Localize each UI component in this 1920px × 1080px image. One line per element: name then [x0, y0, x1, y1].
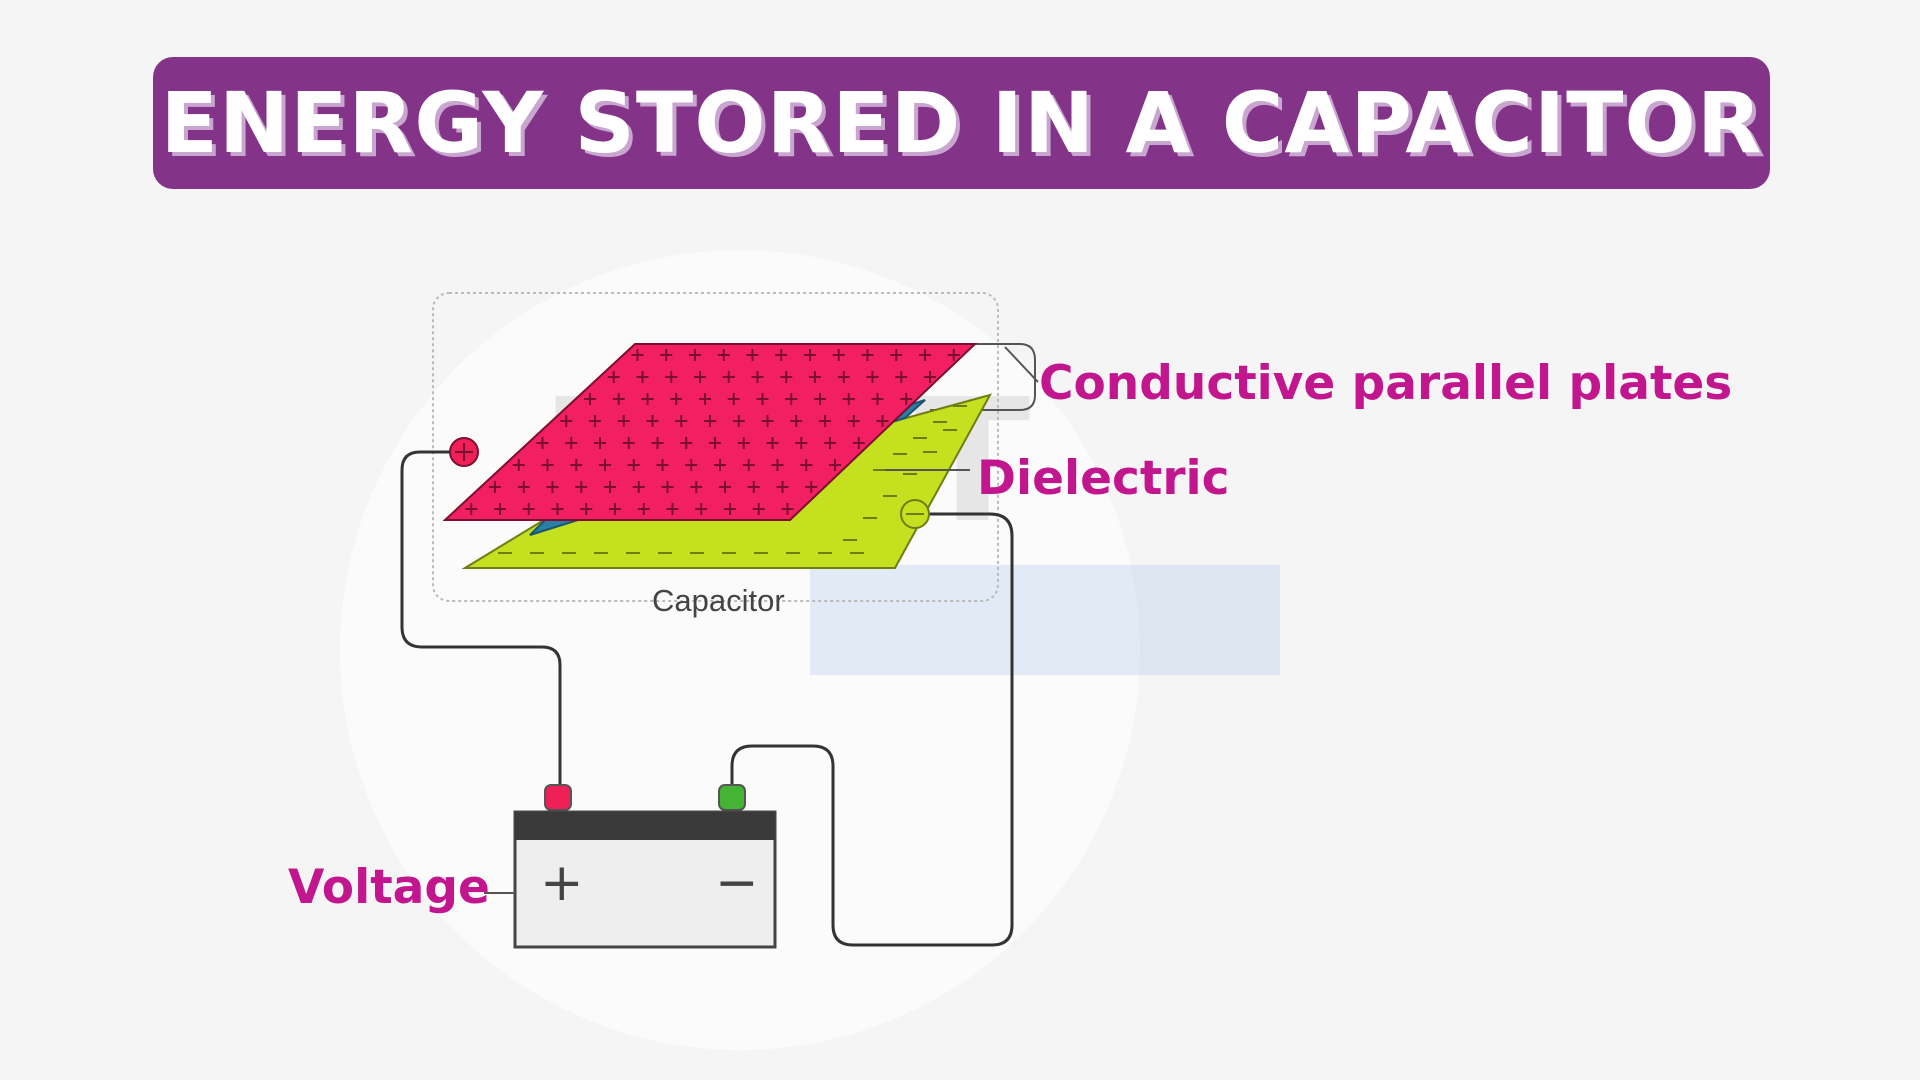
positive-signs	[465, 349, 960, 515]
battery: + −	[513, 784, 777, 949]
negative-signs	[498, 405, 967, 554]
negative-wire	[730, 512, 1014, 947]
watermark-city: CHENNAI	[820, 571, 1257, 683]
battery-terminal-positive	[544, 784, 572, 811]
battery-top	[515, 812, 775, 840]
title-banner: ENERGY STORED IN A CAPACITOR	[153, 57, 1770, 189]
positive-plate-terminal	[449, 437, 479, 467]
battery-plus: +	[540, 853, 584, 913]
plates-label: Conductive parallel plates	[1039, 356, 1733, 411]
battery-terminal-negative	[718, 784, 746, 811]
capacitor-label: Capacitor	[652, 583, 785, 618]
capacitor-outline	[432, 292, 999, 602]
negative-plate-terminal	[900, 499, 930, 529]
battery-minus: −	[715, 853, 759, 913]
watermark-band	[810, 565, 1280, 675]
positive-wire	[400, 450, 562, 790]
positive-plate	[442, 343, 978, 521]
dielectric-label: Dielectric	[977, 451, 1230, 506]
page-title: ENERGY STORED IN A CAPACITOR	[160, 74, 1763, 172]
plates-pointer	[1004, 346, 1039, 383]
voltage-label: Voltage	[288, 860, 490, 915]
